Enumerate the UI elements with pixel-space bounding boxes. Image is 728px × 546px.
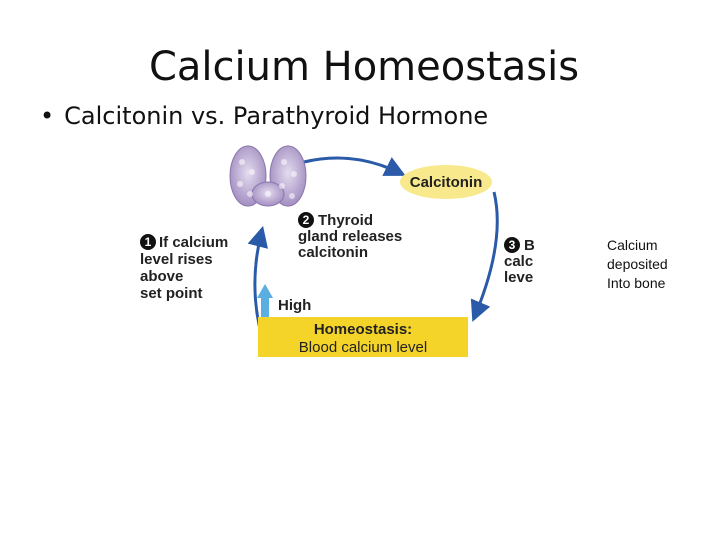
note-line-2: deposited (607, 256, 668, 272)
step2-number-badge (298, 212, 314, 228)
homeostasis-subtitle: Blood calcium level (299, 339, 427, 356)
step3-line1: Blood (524, 237, 534, 254)
step3-number-badge (504, 237, 520, 253)
step1-number-badge (140, 234, 156, 250)
note-line-3: Into bone (607, 275, 666, 291)
step1-line4: set point (140, 285, 203, 302)
step2-number: 2 (303, 213, 310, 227)
arrow-to-step3 (470, 191, 499, 322)
thyroid-gland-icon (229, 145, 307, 207)
step1-line2: level rises (140, 251, 213, 268)
high-label: High (278, 297, 311, 314)
step3-line2: calcium (504, 253, 534, 270)
note-line-1: Calcium (607, 237, 658, 253)
bullet-item: • Calcitonin vs. Parathyroid Hormone (40, 102, 488, 130)
step3-line3: level falls (504, 269, 534, 286)
step1-line3: above (140, 268, 183, 285)
calcitonin-label: Calcitonin (410, 174, 483, 191)
homeostasis-box (258, 317, 468, 357)
bullet-text: Calcitonin vs. Parathyroid Hormone (64, 102, 489, 130)
step2-line1: Thyroid (318, 212, 373, 229)
step2-line2: gland releases (298, 228, 402, 245)
step2-line3: calcitonin (298, 244, 368, 261)
homeostasis-title: Homeostasis: (314, 321, 412, 338)
bullet-marker: • (40, 102, 55, 130)
calcitonin-oval (400, 165, 492, 199)
step1-line1: If calcium (159, 234, 228, 251)
step3-number: 3 (509, 238, 516, 252)
feedback-loop-figure: Calcitonin 1 If calcium level rises abov… (134, 142, 534, 357)
slide-title: Calcium Homeostasis (148, 44, 580, 90)
high-arrow-icon (257, 284, 273, 318)
side-note: Calcium deposited Into bone (607, 236, 668, 293)
step1-number: 1 (145, 235, 152, 249)
arrow-to-calcitonin (303, 156, 406, 176)
